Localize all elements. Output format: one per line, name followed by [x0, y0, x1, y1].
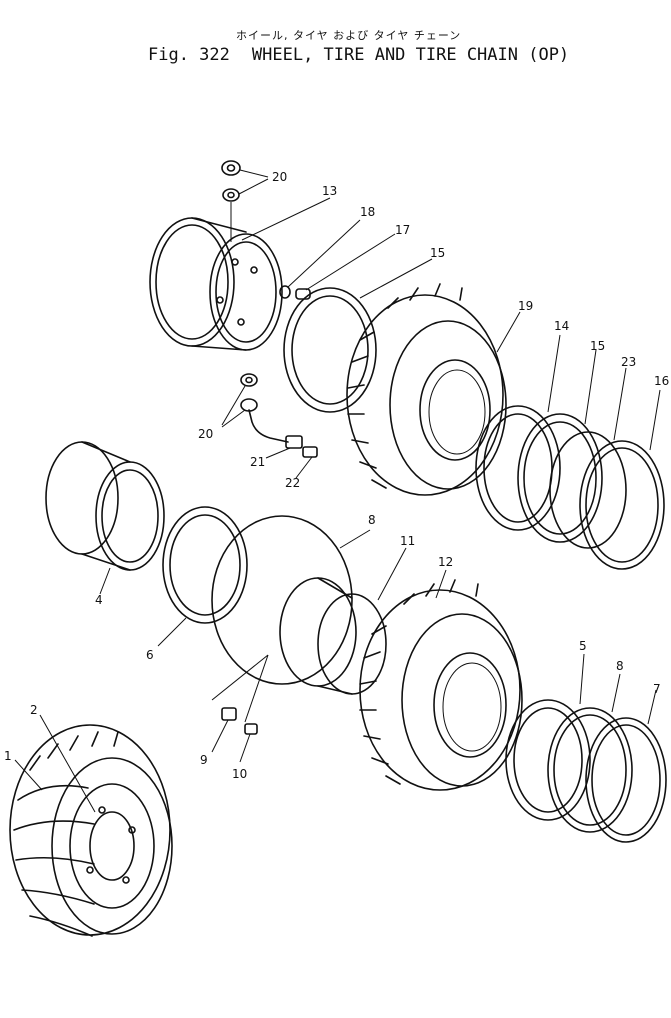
callout-11: 11: [400, 534, 415, 548]
lock-ring-part-5: [505, 653, 591, 821]
callout-15-upper: 15: [430, 246, 445, 260]
figure-caption: WHEEL, TIRE AND TIRE CHAIN (OP): [251, 45, 570, 65]
callout-20-lower: 20: [198, 427, 213, 441]
callout-6: 6: [146, 648, 154, 662]
callout-23: 23: [621, 355, 636, 369]
lock-ring-part-7: [585, 689, 667, 843]
wheel-rim-part-4: [45, 441, 165, 595]
callout-1: 1: [4, 749, 12, 763]
tire-part-12: [359, 569, 523, 791]
callout-8-upper: 8: [368, 513, 376, 527]
callout-19: 19: [518, 299, 533, 313]
callout-20-top: 20: [272, 170, 287, 184]
callout-12: 12: [438, 555, 453, 569]
o-ring-part-23: [549, 367, 627, 549]
callout-4: 4: [95, 593, 103, 607]
valve-core-part-22: [295, 446, 318, 479]
callout-9: 9: [200, 753, 208, 767]
side-ring-part-15-lower: [517, 349, 603, 543]
wheel-rim-part-13: [149, 197, 331, 351]
japanese-title: ホイール, タイヤ および タイヤ チェーン: [236, 29, 462, 42]
side-ring-part-6-right: [547, 673, 633, 833]
lock-ring-part-16: [579, 389, 665, 570]
callout-17: 17: [395, 223, 410, 237]
tire-part-19: [346, 283, 521, 496]
valve-elbow-part-21: [248, 409, 303, 459]
callout-13: 13: [322, 184, 337, 198]
lock-ring-part-14: [475, 334, 561, 531]
tire-chain-assembly: [9, 714, 173, 937]
callout-22: 22: [285, 476, 300, 490]
nut-part-20-lower: [221, 373, 258, 428]
callout-2: 2: [30, 703, 38, 717]
figure-title: Fig. 322 WHEEL, TIRE AND TIRE CHAIN (OP): [148, 45, 569, 65]
callout-15-lower: 15: [590, 339, 605, 353]
valve-part-17: [295, 233, 396, 300]
valve-part-18: [279, 219, 361, 299]
callout-16: 16: [654, 374, 669, 388]
callout-21: 21: [250, 455, 265, 469]
callout-14: 14: [554, 319, 569, 333]
callout-7: 7: [653, 682, 661, 696]
side-ring-part-6: [157, 506, 248, 647]
nut-part-20-top: [221, 160, 269, 242]
flap-part-8: [211, 515, 371, 685]
callout-18: 18: [360, 205, 375, 219]
callout-5: 5: [579, 639, 587, 653]
figure-number: Fig. 322: [148, 45, 230, 65]
callout-8-lower: 8: [616, 659, 624, 673]
tube-part-11: [279, 547, 407, 695]
callout-10: 10: [232, 767, 247, 781]
valve-part-9-10: [211, 654, 269, 763]
side-ring-part-15-upper: [283, 258, 433, 413]
